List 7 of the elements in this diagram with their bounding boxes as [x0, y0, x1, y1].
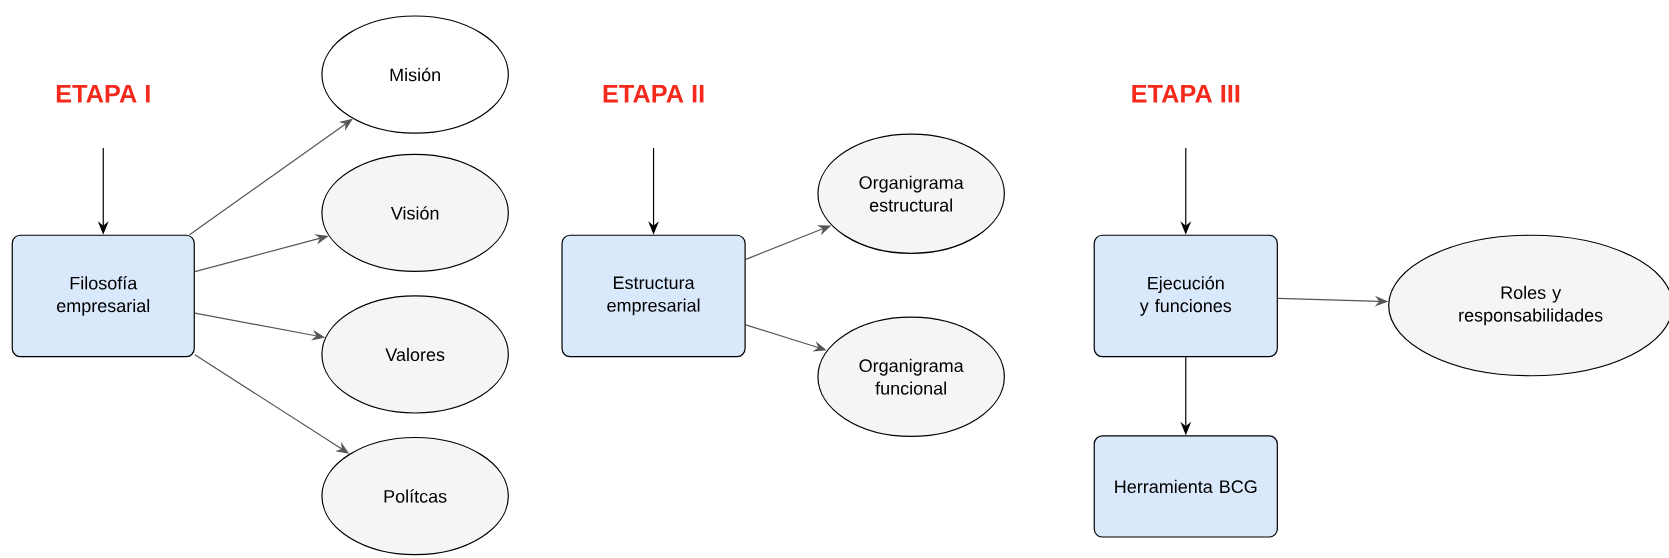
stage-heading: ETAPA II [603, 84, 704, 103]
process-box: Estructura empresarial [561, 234, 746, 358]
stage-heading: ETAPA III [1132, 84, 1240, 103]
stage-heading: ETAPA I [56, 84, 150, 103]
process-box: Ejecución y funciones [1093, 234, 1278, 358]
process-box: Filosofía empresarial [11, 234, 195, 358]
process-box: Herramienta BCG [1093, 435, 1278, 538]
